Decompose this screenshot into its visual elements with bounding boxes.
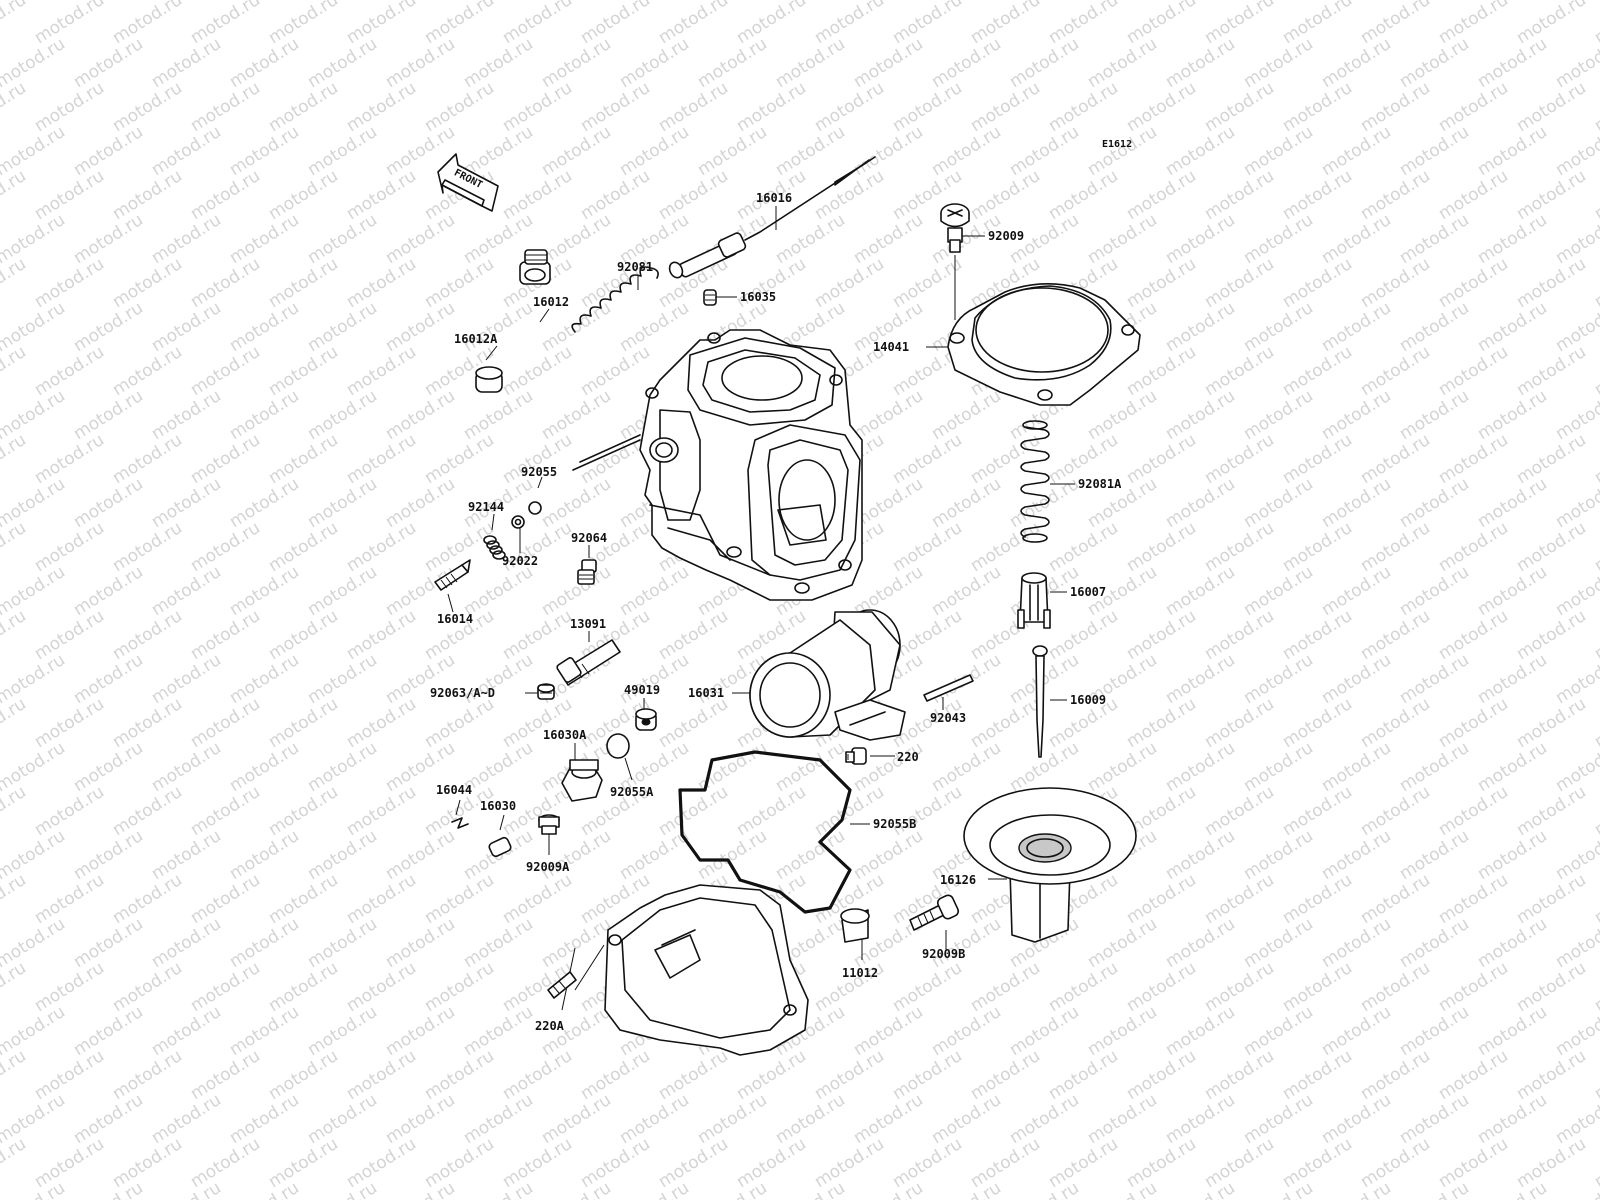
part-11012-cap bbox=[840, 908, 870, 943]
label-14041: 14041 bbox=[873, 340, 909, 354]
part-92009A-screw bbox=[538, 814, 560, 835]
label-92043: 92043 bbox=[930, 711, 966, 725]
part-92081-spring bbox=[571, 266, 659, 333]
part-16035-plug bbox=[703, 289, 717, 306]
part-16030A-housing bbox=[561, 759, 603, 802]
label-49019: 49019 bbox=[624, 683, 660, 697]
part-16030-part bbox=[488, 836, 512, 858]
part-16012A-cap bbox=[475, 366, 503, 393]
part-14041-top-cover bbox=[947, 283, 1141, 406]
part-16012-cap bbox=[519, 249, 551, 285]
label-16035: 16035 bbox=[740, 290, 776, 304]
part-16014-pilot-screw bbox=[434, 559, 471, 591]
label-92009: 92009 bbox=[988, 229, 1024, 243]
label-92009B: 92009B bbox=[922, 947, 965, 961]
part-16016-throttle-screw bbox=[668, 156, 876, 279]
part-220-screw bbox=[845, 747, 867, 765]
part-92009-screw bbox=[940, 203, 970, 253]
part-92063-main-jet bbox=[537, 683, 555, 700]
part-16009-needle bbox=[1032, 645, 1048, 758]
label-92022: 92022 bbox=[502, 554, 538, 568]
part-16007-needle-holder bbox=[1017, 572, 1051, 629]
part-carburetor-body bbox=[572, 329, 863, 601]
part-92081A-spring bbox=[1020, 420, 1050, 543]
label-92063-A-D: 92063/A~D bbox=[430, 686, 495, 700]
part-220A-screw bbox=[547, 971, 577, 999]
part-92055-o-ring bbox=[528, 501, 542, 515]
label-16012: 16012 bbox=[533, 295, 569, 309]
part-92144-spring bbox=[483, 535, 506, 560]
part-92055B-gasket bbox=[678, 750, 852, 914]
label-220A: 220A bbox=[535, 1019, 565, 1033]
label-16012A: 16012A bbox=[454, 332, 498, 346]
label-16126: 16126 bbox=[940, 873, 976, 887]
label-220: 220 bbox=[897, 750, 919, 764]
label-92055A: 92055A bbox=[610, 785, 654, 799]
part-49019-cap bbox=[635, 708, 657, 731]
label-92055: 92055 bbox=[521, 465, 557, 479]
part-92055A-o-ring bbox=[606, 733, 630, 759]
label-92064: 92064 bbox=[571, 531, 607, 545]
label-11012: 11012 bbox=[842, 966, 878, 980]
part-float-bowl bbox=[604, 884, 809, 1056]
part-labels: 16016 92081 16035 16012 16012A 92009 140… bbox=[430, 191, 1122, 1033]
part-92022-washer bbox=[511, 515, 525, 529]
part-16044-clip bbox=[451, 817, 469, 829]
label-16044: 16044 bbox=[436, 783, 472, 797]
label-92009A: 92009A bbox=[526, 860, 570, 874]
label-16014: 16014 bbox=[437, 612, 473, 626]
label-16007: 16007 bbox=[1070, 585, 1106, 599]
diagram-code: E1612 bbox=[1102, 139, 1132, 150]
front-direction-arrow: FRONT bbox=[437, 153, 499, 212]
part-16031-throttle-valve bbox=[749, 609, 906, 741]
label-92081A: 92081A bbox=[1078, 477, 1122, 491]
label-16016: 16016 bbox=[756, 191, 792, 205]
label-92081: 92081 bbox=[617, 260, 653, 274]
label-16030A: 16030A bbox=[543, 728, 587, 742]
part-92064-jet bbox=[577, 559, 597, 585]
label-16030: 16030 bbox=[480, 799, 516, 813]
label-92144: 92144 bbox=[468, 500, 504, 514]
part-16126-diaphragm bbox=[963, 787, 1137, 943]
part-13091-needle-jet bbox=[556, 639, 621, 686]
label-16031: 16031 bbox=[688, 686, 724, 700]
part-92009B-screw bbox=[909, 894, 960, 931]
part-92043-pin bbox=[923, 674, 974, 702]
label-92055B: 92055B bbox=[873, 817, 916, 831]
label-13091: 13091 bbox=[570, 617, 606, 631]
label-16009: 16009 bbox=[1070, 693, 1106, 707]
